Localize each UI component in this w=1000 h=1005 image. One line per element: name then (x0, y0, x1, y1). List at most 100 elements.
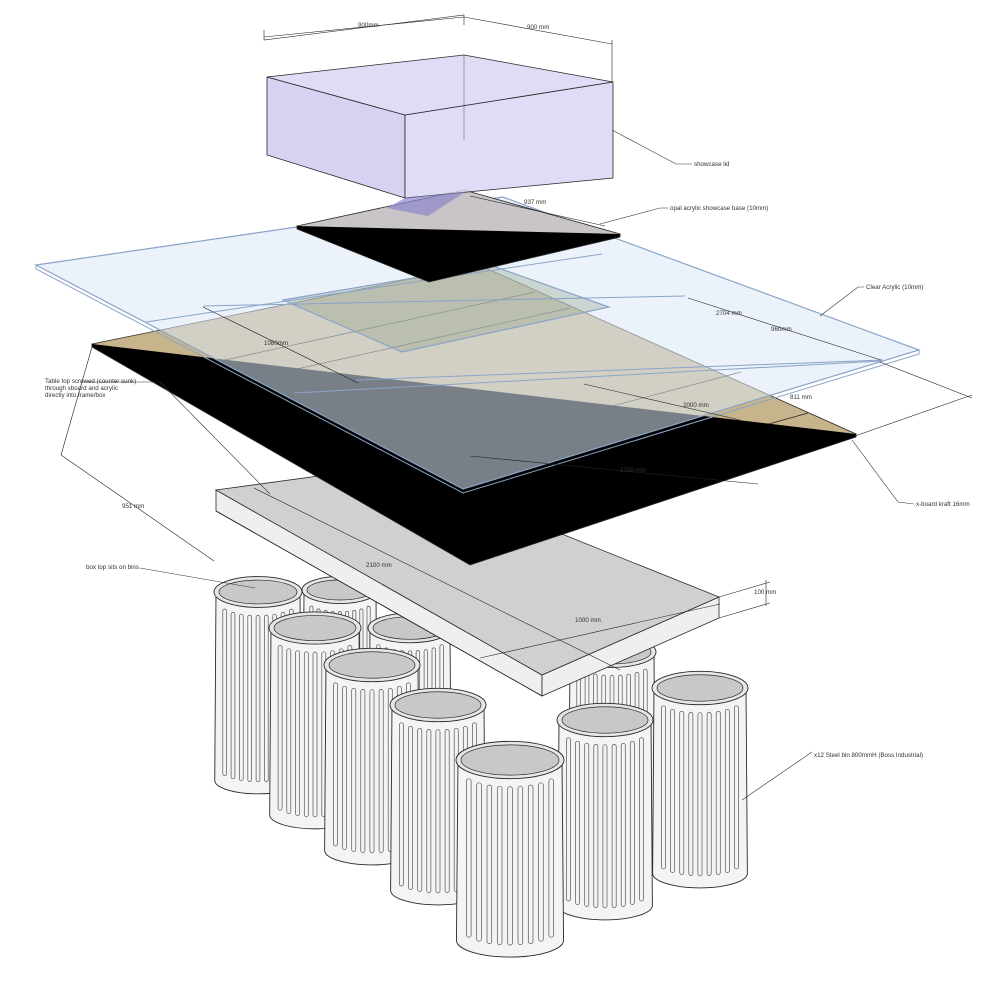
bin-flute (724, 708, 730, 873)
dim-box-width: 1000 mm (575, 617, 601, 624)
bin-flute (593, 744, 599, 908)
bin-lid (328, 651, 416, 679)
bin-flute (566, 737, 571, 902)
bin-flute (351, 687, 357, 852)
dim-lid-depth: 900 mm (527, 24, 549, 31)
bin-flute (426, 729, 432, 893)
bin-flute (408, 725, 413, 890)
dim-2704-line (687, 297, 882, 361)
bin-flute (507, 786, 513, 946)
bin-lid (218, 579, 298, 605)
dim-xboard-951: 951 mm (122, 503, 144, 510)
bin-flute (639, 737, 644, 902)
bin-body (652, 687, 748, 889)
label-xboard: x-board kraft 16mm (916, 501, 970, 508)
bin-flute (277, 645, 283, 811)
opal-base-lip (296, 226, 621, 283)
bin-flute (734, 705, 739, 870)
dim-100-ext-bottom (718, 602, 771, 619)
bin-flute (496, 785, 503, 946)
leader-clear-acrylic (819, 286, 864, 317)
bin-flute (342, 685, 347, 850)
bin-flute (688, 712, 694, 876)
label-showcase-lid: showcase lid (694, 161, 730, 168)
dim-xboard-1700: 1700 mm (620, 467, 646, 474)
bin-flute (360, 689, 366, 853)
bin-flute (264, 614, 269, 782)
bin-flute (444, 729, 450, 893)
dim-811-ext (879, 361, 973, 399)
dim-100-ext-top (718, 581, 771, 598)
bin-body (557, 719, 653, 921)
dim-opal-base: 937 mm (524, 199, 546, 206)
leader-box-top (139, 567, 256, 589)
bin-flute (679, 710, 685, 875)
leader-bins (741, 751, 813, 801)
steel-bins-group (213, 576, 749, 958)
dim-2100-line (253, 487, 621, 671)
bin-flute (527, 784, 534, 944)
bin-lid (460, 744, 560, 776)
bin-flute (466, 778, 472, 938)
dim-1700-line (469, 455, 759, 485)
dim-2000-line (583, 383, 741, 421)
bin-flute (222, 608, 227, 776)
bin-flute (333, 682, 338, 847)
steel-bin (556, 702, 654, 921)
bin-flute (295, 650, 300, 816)
bin-flute (286, 648, 292, 814)
label-opal-base: opal acrylic showcase base (10mm) (670, 205, 768, 212)
dim-box-length: 2100 mm (366, 562, 392, 569)
dim-lid-width: 900mm (358, 22, 379, 29)
box-frame (214, 465, 721, 697)
lid-shadow-slot (387, 192, 465, 216)
dim-1000-line (479, 603, 721, 659)
bin-flute (661, 705, 666, 870)
label-box-top: box top sits on bins (86, 564, 139, 571)
bin-flute (417, 727, 423, 892)
leader-xboard (851, 439, 915, 505)
callout-labels: showcase lid opal acrylic showcase base … (45, 129, 970, 801)
bin-flute (611, 744, 617, 908)
bin-flute (584, 742, 590, 907)
acrylic-seam (293, 360, 882, 394)
bin-flute (378, 689, 384, 853)
bin-flute (247, 614, 252, 782)
acrylic-seam (355, 359, 884, 381)
bin-flute (517, 785, 524, 946)
bin-flute (303, 651, 309, 817)
showcase-lid (266, 54, 614, 216)
dim-xboard-811: 811 mm (790, 394, 812, 401)
clear-acrylic-layer (34, 196, 921, 494)
bin-flute (230, 612, 236, 780)
label-table-top-2: through xboard and acrylic (45, 385, 118, 392)
leader-table-top (82, 381, 271, 495)
bin-flute (670, 708, 675, 873)
bin-flute (538, 782, 544, 942)
dim-951-line (60, 454, 215, 562)
bin-flute (575, 740, 580, 905)
dim-lid-width-line (263, 14, 465, 41)
bin-flute (399, 722, 404, 887)
bin-flute (255, 615, 261, 783)
dim-xboard-2000: 2000 mm (683, 402, 709, 409)
dim-811-line (854, 394, 973, 437)
bin-body (455, 759, 565, 958)
bin-flute (629, 740, 635, 905)
bin-flute (602, 744, 608, 909)
box-bottom-edge (215, 510, 543, 697)
steel-bin (651, 670, 749, 889)
dim-acrylic-width: 960mm (771, 326, 792, 333)
bin-flute (715, 710, 721, 875)
dim-box-height: 100 mm (754, 589, 776, 596)
dim-lid-depth-line (463, 16, 613, 45)
bin-lid (561, 706, 649, 734)
bin-flute (486, 784, 493, 944)
bin-lid (273, 615, 357, 641)
dim-lid-width-arrow (263, 16, 465, 38)
bin-flute (476, 782, 482, 942)
bin-flute (620, 742, 626, 907)
dim-951-ext (60, 346, 93, 456)
steel-bin (455, 740, 565, 958)
